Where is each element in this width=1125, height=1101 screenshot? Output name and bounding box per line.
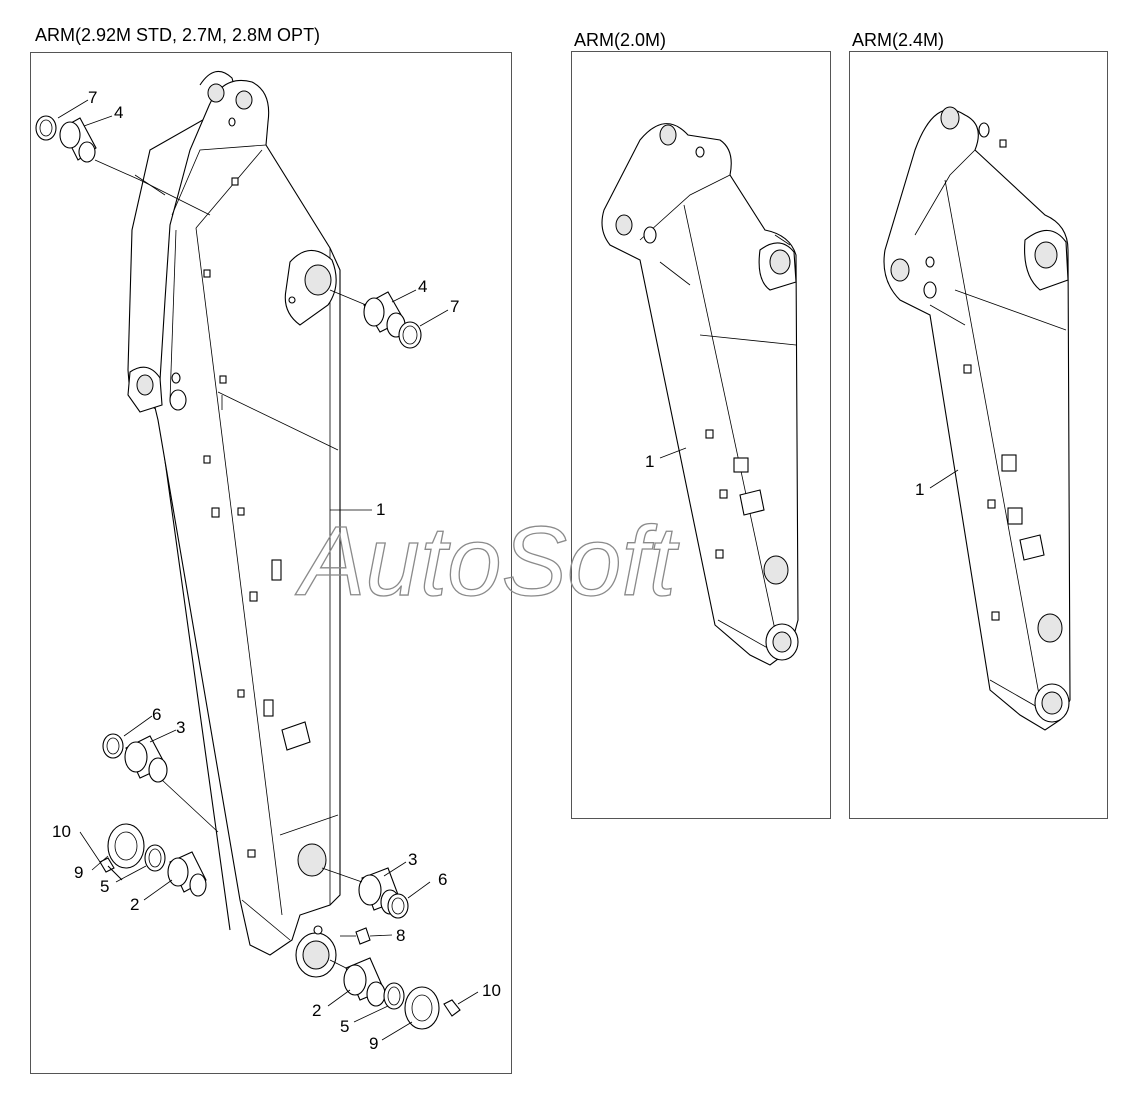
callout-6-right: 6	[438, 870, 447, 889]
ring-6-right	[387, 893, 409, 919]
callout-10-left: 10	[52, 822, 71, 841]
arm-2-4-panel	[849, 51, 1108, 819]
bolt-10-bottom	[443, 999, 461, 1017]
callout-1-arm-2-4: 1	[915, 480, 924, 499]
callout-6-left: 6	[152, 705, 161, 724]
callout-1-main: 1	[376, 500, 385, 519]
callout-9-left: 9	[74, 863, 83, 882]
callout-7-top: 7	[88, 88, 97, 107]
shim-5-left	[144, 844, 166, 872]
callout-2-bottom: 2	[312, 1001, 321, 1020]
arm-2-0-drawing	[601, 123, 799, 666]
arm-2-0-title: ARM(2.0M)	[574, 30, 667, 50]
callout-7-right: 7	[450, 297, 459, 316]
callout-4-right: 4	[418, 277, 427, 296]
callout-5-bottom: 5	[340, 1017, 349, 1036]
autosoft-watermark: AutoSoft	[295, 506, 680, 616]
callout-10-right: 10	[482, 981, 501, 1000]
callout-2-left: 2	[130, 895, 139, 914]
main-arm-title: ARM(2.92M STD, 2.7M, 2.8M OPT)	[35, 25, 321, 45]
arm-2-0-panel	[571, 51, 831, 819]
plate-9-bottom	[404, 986, 440, 1030]
leader-lines	[57, 99, 959, 1041]
exploded-parts-main	[35, 115, 461, 1030]
callout-5-left: 5	[100, 877, 109, 896]
callout-1-arm-2-0: 1	[645, 452, 654, 471]
arm-2-4-title: ARM(2.4M)	[852, 30, 945, 50]
ring-6-left	[102, 733, 124, 759]
callout-3-right: 3	[408, 850, 417, 869]
ring-7-top	[35, 115, 57, 141]
arm-2-4-drawing	[883, 106, 1071, 731]
callout-9-bottom: 9	[369, 1034, 378, 1053]
ring-7-right	[398, 321, 422, 349]
main-arm-panel	[30, 52, 512, 1074]
callouts: 7 4 4 7 1 6 3 10 9 5 2 3 6 8 10 2 5 9 1 …	[52, 88, 924, 1053]
fitting-8	[355, 927, 371, 945]
main-arm-drawing	[127, 70, 341, 978]
shim-5-bottom	[383, 982, 405, 1010]
plate-9-left	[107, 823, 145, 869]
callout-8: 8	[396, 926, 405, 945]
callout-4-top: 4	[114, 103, 123, 122]
callout-3-left: 3	[176, 718, 185, 737]
